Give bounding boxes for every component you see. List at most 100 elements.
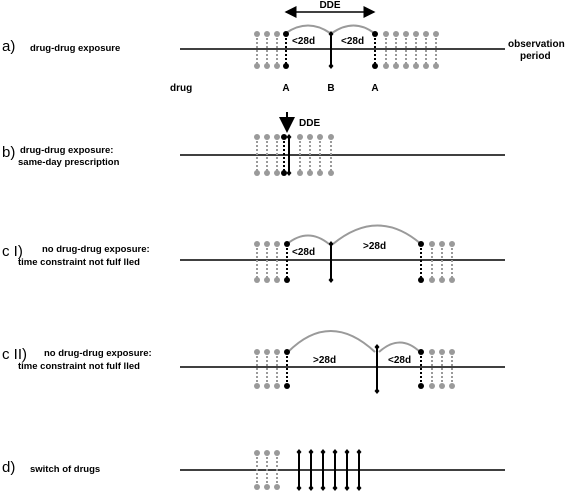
c1-gray-left-0-top-dot [254, 241, 260, 247]
c2-gray-right-1-bottom-dot [439, 383, 445, 389]
a-gray-left-2-top-dot [274, 31, 280, 37]
gap-label-2: <28d [341, 36, 364, 47]
c2-gap-arc-2 [378, 341, 421, 353]
a-gray-right-0-top-dot [383, 31, 389, 37]
drug-A-label-2: A [371, 83, 378, 94]
c1-drug-A-2-top-dot [418, 241, 424, 247]
c1-drug-A-1-top-dot [284, 241, 290, 247]
c1-gray-left-2-bottom-dot [274, 277, 280, 283]
dde-label-b: DDE [299, 118, 320, 129]
a-gray-right-4-top-dot [423, 31, 429, 37]
a-drug-A-2-top-dot [372, 31, 378, 37]
panel-a-description: drug-drug exposure [30, 43, 120, 54]
observation-label: observation [508, 39, 565, 50]
c2-drug-B-top-diamond [374, 344, 380, 350]
c2-gap-label-2: <28d [388, 355, 411, 366]
gap-arc-2 [331, 24, 375, 34]
panel-a-markers [254, 31, 439, 69]
panel-c2: c II) no drug-drug exposure: time constr… [2, 330, 505, 394]
panel-c2-description-2: time constraint not fulf lled [18, 361, 140, 372]
b-gray-right-3-bottom-dot [328, 170, 334, 176]
panel-b: b) drug-drug exposure: same-day prescrip… [2, 112, 505, 176]
panel-c1-description-2: time constraint not fulf lled [18, 257, 140, 268]
panel-c2-description-1: no drug-drug exposure: [44, 348, 152, 359]
c2-gray-right-0-top-dot [429, 349, 435, 355]
a-drug-A-1-top-dot [283, 31, 289, 37]
c2-gray-right-2-bottom-dot [449, 383, 455, 389]
a-gray-right-5-bottom-dot [433, 63, 439, 69]
b-gray-left-2-top-dot [274, 134, 280, 140]
b-gray-left-1-bottom-dot [264, 170, 270, 176]
c1-drug-A-1-bottom-dot [284, 277, 290, 283]
panel-a-letter: a) [2, 38, 15, 55]
b-drug-A-bottom-dot [281, 170, 287, 176]
b-gray-left-1-top-dot [264, 134, 270, 140]
panel-c2-markers [254, 344, 455, 394]
c1-gray-left-1-bottom-dot [264, 277, 270, 283]
a-gray-right-0-bottom-dot [383, 63, 389, 69]
panel-b-letter: b) [2, 144, 15, 161]
b-drug-B-bottom-diamond [286, 170, 292, 176]
c1-gap-arc-1 [286, 234, 330, 245]
d-gray-0-top-dot [254, 450, 260, 456]
a-gray-left-2-bottom-dot [274, 63, 280, 69]
gap-arc-1 [285, 24, 331, 34]
panel-a: a) drug-drug exposure observation period… [2, 0, 565, 94]
panel-b-markers [254, 134, 334, 176]
c2-gray-right-0-bottom-dot [429, 383, 435, 389]
a-drug-A-2-bottom-dot [372, 63, 378, 69]
dde-label: DDE [319, 0, 340, 11]
a-drug-A-1-bottom-dot [283, 63, 289, 69]
c2-gray-right-1-top-dot [439, 349, 445, 355]
period-label: period [520, 51, 551, 62]
panel-d-letter: d) [2, 459, 15, 476]
b-drug-B-top-diamond [286, 134, 292, 140]
panel-b-description-1: drug-drug exposure: [20, 145, 113, 156]
b-gray-right-3-top-dot [328, 134, 334, 140]
a-gray-left-1-bottom-dot [264, 63, 270, 69]
d-gray-2-bottom-dot [274, 484, 280, 490]
d-drug-B-3-top-diamond [332, 449, 338, 455]
d-drug-B-5-bottom-diamond [356, 485, 362, 491]
drug-label: drug [170, 83, 192, 94]
c2-gray-left-1-bottom-dot [264, 383, 270, 389]
c1-gap-label-1: <28d [292, 247, 315, 258]
a-gray-left-0-top-dot [254, 31, 260, 37]
c1-gray-right-0-top-dot [429, 241, 435, 247]
b-gray-right-1-top-dot [307, 134, 313, 140]
b-gray-right-1-bottom-dot [307, 170, 313, 176]
c1-gray-right-0-bottom-dot [429, 277, 435, 283]
panel-c2-letter: c II) [2, 346, 27, 363]
a-drug-B-bottom-diamond [328, 63, 334, 69]
a-gray-right-2-top-dot [403, 31, 409, 37]
b-gray-right-0-bottom-dot [297, 170, 303, 176]
c2-gray-left-2-bottom-dot [274, 383, 280, 389]
d-gray-1-bottom-dot [264, 484, 270, 490]
d-drug-B-0-top-diamond [296, 449, 302, 455]
a-gray-right-1-top-dot [393, 31, 399, 37]
b-gray-right-2-bottom-dot [317, 170, 323, 176]
c2-drug-A-1-top-dot [284, 349, 290, 355]
c2-gray-right-2-top-dot [449, 349, 455, 355]
a-gray-right-2-bottom-dot [403, 63, 409, 69]
c1-gray-right-2-bottom-dot [449, 277, 455, 283]
drug-B-label: B [327, 83, 334, 94]
d-drug-B-1-top-diamond [308, 449, 314, 455]
panel-c1-letter: c I) [2, 243, 23, 260]
d-gray-0-bottom-dot [254, 484, 260, 490]
d-gray-2-top-dot [274, 450, 280, 456]
a-gray-right-1-bottom-dot [393, 63, 399, 69]
a-gray-left-1-top-dot [264, 31, 270, 37]
c1-gray-left-0-bottom-dot [254, 277, 260, 283]
c1-gray-left-2-top-dot [274, 241, 280, 247]
c2-gray-left-1-top-dot [264, 349, 270, 355]
c1-gap-arc-2 [332, 224, 422, 245]
a-gray-right-3-bottom-dot [413, 63, 419, 69]
d-drug-B-0-bottom-diamond [296, 485, 302, 491]
b-gray-left-0-bottom-dot [254, 170, 260, 176]
c2-gap-arc-1 [287, 330, 376, 353]
d-drug-B-2-bottom-diamond [320, 485, 326, 491]
panel-d-description: switch of drugs [30, 464, 100, 475]
d-drug-B-1-bottom-diamond [308, 485, 314, 491]
